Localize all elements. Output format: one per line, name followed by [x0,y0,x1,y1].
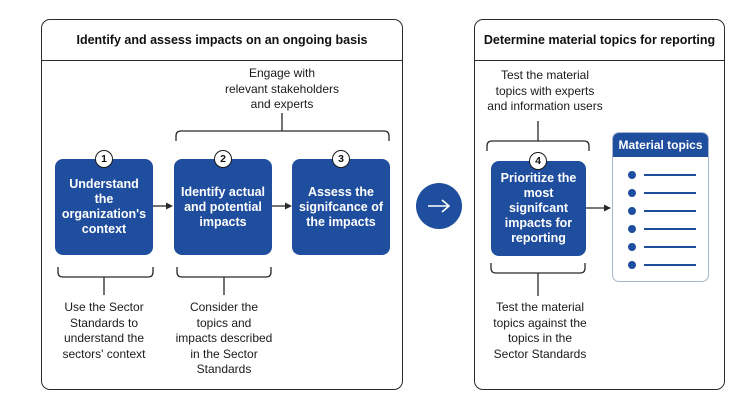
step-number-3: 3 [332,150,350,168]
material-topic-item [613,261,708,269]
material-topic-item [613,225,708,233]
material-topics-title: Material topics [613,133,708,157]
sector-context-note: Use the Sector Standards to understand t… [62,300,146,361]
sector-standards-test-note: Test the material topics against the top… [493,300,587,361]
material-topic-item [613,189,708,197]
step-number-2: 2 [214,150,232,168]
bullet-icon [628,261,636,269]
step-understand-context: Understand the organization's context [55,159,153,255]
left-panel-title: Identify and assess impacts on an ongoin… [42,20,402,61]
stakeholders-note: Engage with relevant stakeholders and ex… [224,66,340,111]
arrow-right-icon [416,183,462,229]
placeholder-line [644,192,696,194]
placeholder-line [644,264,696,266]
step-identify-impacts: Identify actual and potential impacts [174,159,272,255]
material-topics-card: Material topics [612,132,709,282]
step-prioritize-impacts: Prioritize the most signifcant impacts f… [491,161,586,256]
material-topic-item [613,207,708,215]
experts-test-note: Test the material topics with experts an… [487,68,603,113]
placeholder-line [644,174,696,176]
sector-topics-note: Consider the topics and impacts describe… [175,300,273,376]
bullet-icon [628,207,636,215]
placeholder-line [644,210,696,212]
step-number-4: 4 [529,152,547,170]
step-assess-significance: Assess the signifcance of the impacts [292,159,390,255]
bullet-icon [628,243,636,251]
bullet-icon [628,189,636,197]
placeholder-line [644,228,696,230]
right-panel-title: Determine material topics for reporting [475,20,724,61]
bullet-icon [628,171,636,179]
material-topic-item [613,243,708,251]
step-number-1: 1 [95,150,113,168]
bullet-icon [628,225,636,233]
material-topic-item [613,171,708,179]
placeholder-line [644,246,696,248]
